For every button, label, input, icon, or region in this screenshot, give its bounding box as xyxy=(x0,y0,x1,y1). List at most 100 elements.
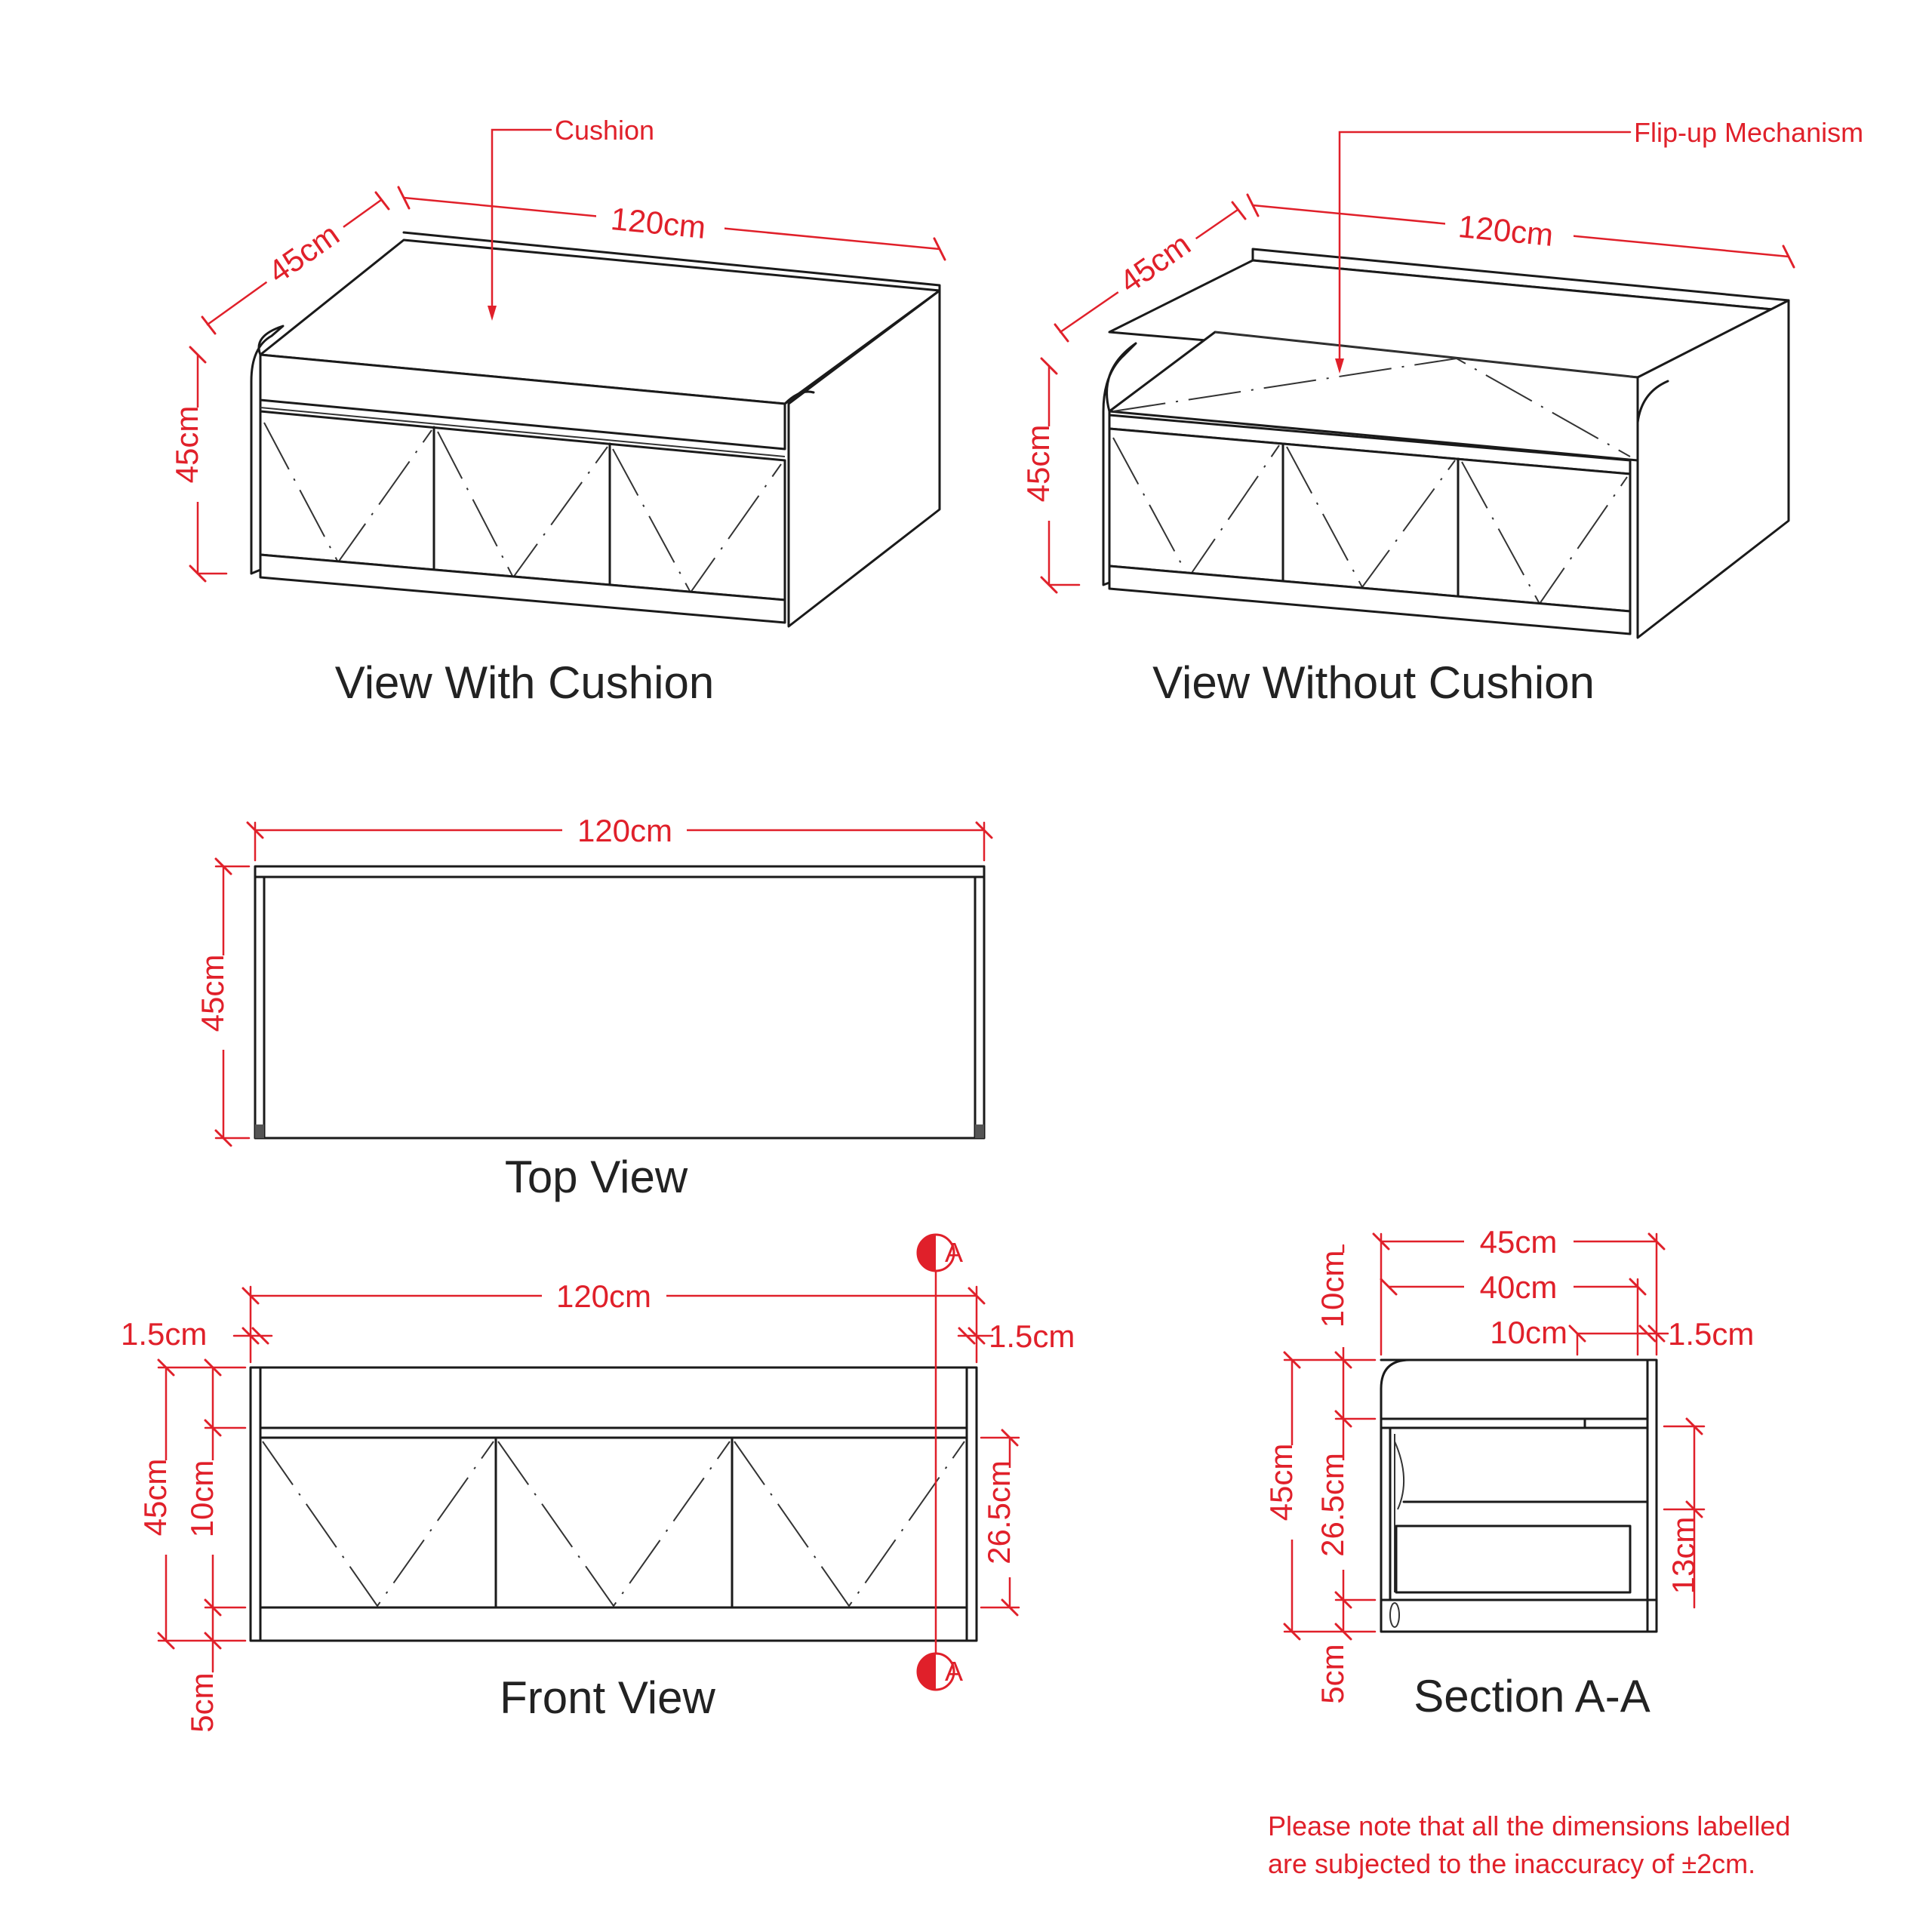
flip-up-callout-leader xyxy=(1338,131,1632,371)
top-outline xyxy=(254,865,986,1140)
front-drawer-2-diagonal xyxy=(497,1441,731,1607)
section-marker-bottom-fill xyxy=(918,1654,936,1690)
section-plinth-gap xyxy=(1322,1645,1364,1724)
top-width-label: 120cm xyxy=(577,813,672,848)
front-drawer-label: 26.5cm xyxy=(981,1460,1017,1564)
section-height-gap xyxy=(1271,1445,1313,1540)
front-side-left-label: 1.5cm xyxy=(121,1316,207,1352)
front-outline xyxy=(249,1366,978,1642)
front-side-right-tick-a xyxy=(958,1327,976,1345)
top-depth-label: 45cm xyxy=(195,955,230,1032)
section-inner-gap xyxy=(1464,1266,1574,1309)
width-dim-tick-left xyxy=(397,186,411,210)
section-marker-bottom-label: A xyxy=(945,1656,963,1687)
depth-dim-tick-right xyxy=(374,191,390,211)
section-height-label: 45cm xyxy=(1263,1444,1299,1521)
front-view-title: Front View xyxy=(500,1672,715,1723)
cushion-seam xyxy=(260,407,786,457)
top-view: 120cm 45cm Top View xyxy=(195,809,993,1202)
front-drawer-1-diagonal xyxy=(262,1441,494,1607)
right-side-panel xyxy=(787,289,941,628)
flip-up-fold-lines xyxy=(1112,357,1631,457)
depth-dim-tick-left xyxy=(1054,323,1069,343)
section-inner-tick-left xyxy=(1380,1278,1398,1296)
flip-up-callout-label: Flip-up Mechanism xyxy=(1634,117,1863,148)
section-inner-label: 40cm xyxy=(1480,1269,1558,1305)
right-arm-curve xyxy=(783,390,815,405)
front-side-left-tick-a xyxy=(242,1327,260,1345)
height-dim-tick-top xyxy=(189,346,207,364)
flip-up-callout-arrowhead xyxy=(1335,358,1344,374)
height-dim-gap xyxy=(175,408,220,502)
section-back-tick-a xyxy=(1638,1324,1657,1343)
width-dim-gap xyxy=(1445,208,1574,253)
width-dim-tick-right xyxy=(1782,245,1795,269)
section-box-label: 13cm xyxy=(1666,1517,1701,1595)
cushion-callout-arrowhead xyxy=(488,306,497,321)
top-width-gap xyxy=(562,809,687,851)
view-without-cushion-title: View Without Cushion xyxy=(1152,657,1595,708)
front-parts-tick-1 xyxy=(204,1358,222,1377)
section-cushion-gap xyxy=(1322,1253,1364,1347)
front-side-left-tick-b xyxy=(251,1327,269,1345)
section-parts-tick-4 xyxy=(1334,1623,1352,1641)
front-side-right-label: 1.5cm xyxy=(989,1318,1075,1354)
front-drawer-gap xyxy=(989,1468,1031,1577)
section-title: Section A-A xyxy=(1414,1671,1651,1721)
back-panel-edge xyxy=(402,231,941,292)
depth-dim-gap xyxy=(1103,217,1207,309)
view-without-cushion: 120cm 45cm 45cm Flip-up Mechanism View W… xyxy=(1020,117,1863,708)
tolerance-note-line-2: are subjected to the inaccuracy of ±2cm. xyxy=(1268,1848,1755,1879)
width-dim-tick-left xyxy=(1246,193,1260,217)
front-height-gap xyxy=(143,1460,189,1555)
right-side-panel xyxy=(1636,299,1790,639)
section-drawer-box xyxy=(1395,1524,1632,1594)
section-drawer-handle xyxy=(1394,1441,1405,1510)
front-width-gap xyxy=(542,1275,666,1318)
plinth xyxy=(1108,565,1632,635)
height-dim-gap xyxy=(1026,426,1072,521)
front-drawer-3-diagonal xyxy=(734,1441,965,1607)
left-arm xyxy=(1102,342,1137,586)
depth-dim-tick-left xyxy=(201,315,217,335)
section-gap-label: 10cm xyxy=(1490,1315,1567,1350)
top-right-foot xyxy=(975,1124,984,1138)
front-height-label: 45cm xyxy=(137,1459,173,1537)
depth-dim-gap xyxy=(252,207,355,299)
front-width-label: 120cm xyxy=(556,1278,651,1314)
section-drawer-label: 26.5cm xyxy=(1315,1453,1350,1557)
front-cushion-gap xyxy=(192,1460,234,1555)
front-plinth-label: 5cm xyxy=(184,1672,220,1732)
height-label: 45cm xyxy=(169,406,205,484)
cushion-front xyxy=(259,353,786,451)
tolerance-note-line-1: Please note that all the dimensions labe… xyxy=(1268,1810,1790,1841)
section-back-tick-b xyxy=(1647,1324,1666,1343)
section-depth-label: 45cm xyxy=(1480,1224,1558,1260)
front-side-right-tick-b xyxy=(968,1327,986,1345)
height-dim-tick-top xyxy=(1040,357,1058,375)
front-view: 120cm 1.5cm 1.5cm A A 45cm xyxy=(121,1233,1075,1733)
section-a-a: 45cm 40cm 10cm 1.5cm 45cm 10cm 26.5c xyxy=(1263,1221,1754,1724)
section-parts-tick-1 xyxy=(1334,1351,1352,1369)
section-marker-top-label: A xyxy=(945,1237,963,1268)
section-drawer-gap xyxy=(1322,1460,1364,1570)
section-depth-gap xyxy=(1464,1221,1574,1263)
view-with-cushion: 120cm 45cm 45cm Cushion View With Cushio… xyxy=(169,115,946,708)
width-dim-gap xyxy=(596,200,724,245)
width-dim-tick-right xyxy=(933,237,946,261)
top-depth-gap xyxy=(201,955,246,1050)
cushion-callout-leader xyxy=(491,128,552,318)
view-with-cushion-title: View With Cushion xyxy=(335,657,714,708)
right-arm-curve xyxy=(1636,380,1669,424)
section-cushion-label: 10cm xyxy=(1315,1251,1350,1328)
section-marker-top-fill xyxy=(918,1235,936,1271)
section-foot xyxy=(1389,1602,1400,1628)
depth-dim-tick-right xyxy=(1231,201,1247,220)
top-left-foot xyxy=(255,1124,264,1138)
front-cushion-label: 10cm xyxy=(184,1460,220,1538)
left-arm xyxy=(250,325,285,575)
cushion-callout-label: Cushion xyxy=(555,115,654,146)
section-plinth-label: 5cm xyxy=(1315,1644,1350,1703)
section-back-label: 1.5cm xyxy=(1668,1316,1754,1352)
